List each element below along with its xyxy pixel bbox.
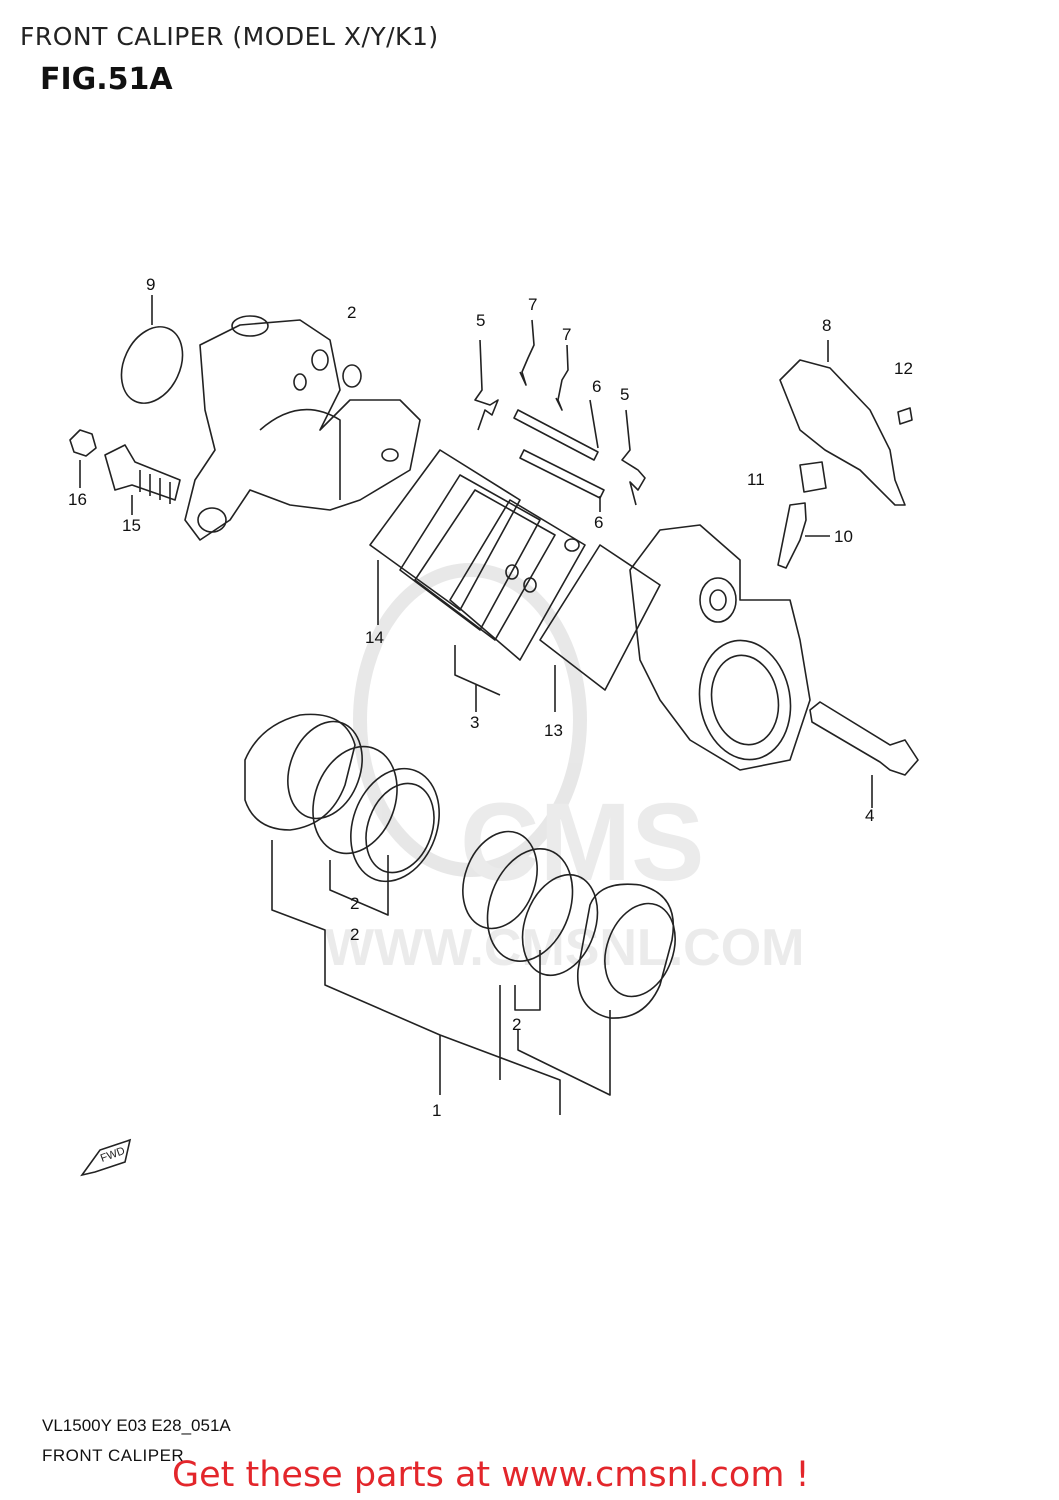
pad-pin: [519, 449, 605, 499]
callout-1: 1: [432, 1101, 441, 1120]
pad-spring: [474, 339, 499, 431]
callout-2: 2: [350, 894, 359, 913]
pad-shim-outer: [539, 544, 661, 691]
pad-shim: [369, 449, 521, 611]
callout-2: 2: [512, 1015, 521, 1034]
caliper-cover: [779, 340, 906, 506]
pin-clip: [555, 344, 569, 411]
pin-clip: [519, 319, 535, 386]
callout-15: 15: [122, 516, 141, 535]
bleeder-cap: [799, 461, 827, 493]
callout-6: 6: [594, 513, 603, 532]
diagram-code: VL1500Y E03 E28_051A: [42, 1416, 231, 1435]
callout-14: 14: [365, 628, 384, 647]
callout-16: 16: [68, 490, 87, 509]
callout-3: 3: [470, 713, 479, 732]
forward-arrow-icon: FWD: [80, 1138, 132, 1177]
mounting-bolt: [809, 701, 919, 808]
callout-7: 7: [528, 295, 537, 314]
callout-6: 6: [592, 377, 601, 396]
callout-2: 2: [350, 925, 359, 944]
grouping-lines: [271, 840, 611, 1115]
figure-number: FIG.51A: [40, 62, 173, 97]
callout-5: 5: [620, 385, 629, 404]
callout-labels: 9 2 5 7 7 6 5 8 12 16 15 11 10 6 14 3 13…: [68, 275, 913, 1120]
watermark-logo: CMS: [460, 781, 704, 904]
callout-12: 12: [894, 359, 913, 378]
callout-11: 11: [747, 470, 765, 489]
caliper-bracket: [184, 315, 421, 541]
bolt: [104, 444, 181, 515]
piston-set-right: [462, 830, 676, 1019]
watermark-url: WWW.CMSNL.COM: [325, 919, 804, 977]
brake-pads: [399, 474, 586, 712]
callout-9: 9: [146, 275, 155, 294]
nut: [69, 429, 97, 488]
dust-cap: [120, 295, 184, 404]
caliper-body: [629, 524, 811, 771]
piston-set-left: [244, 713, 440, 883]
callout-10: 10: [834, 527, 853, 546]
promo-link[interactable]: Get these parts at www.cmsnl.com !: [172, 1455, 810, 1495]
callout-13: 13: [544, 721, 563, 740]
cover-screw: [897, 407, 913, 425]
callout-7: 7: [562, 325, 571, 344]
page-title: FRONT CALIPER (MODEL X/Y/K1): [20, 22, 439, 51]
callout-2: 2: [347, 303, 356, 322]
watermark: CMS WWW.CMSNL.COM: [325, 563, 804, 977]
pad-spring: [621, 409, 646, 506]
pad-pin: [513, 409, 599, 461]
bleeder-valve: [777, 502, 807, 569]
seal-small: [342, 364, 362, 388]
callout-4: 4: [865, 806, 874, 825]
callout-8: 8: [822, 316, 831, 335]
callout-5: 5: [476, 311, 485, 330]
diagram-caption: FRONT CALIPER: [42, 1446, 185, 1465]
